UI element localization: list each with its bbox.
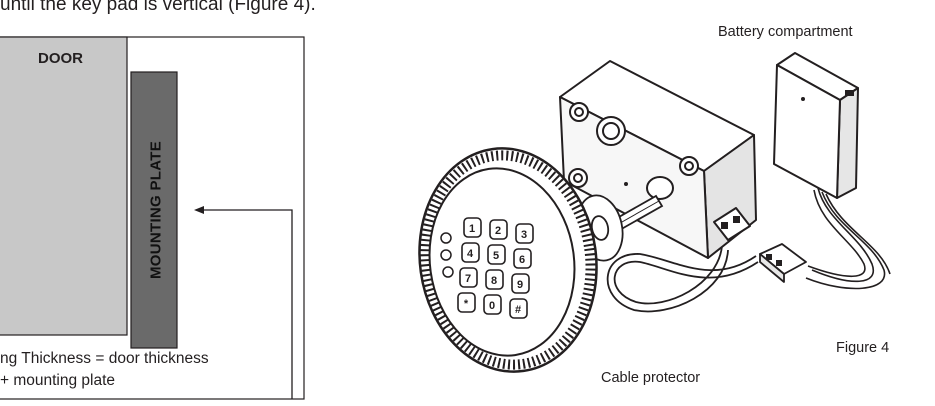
thickness-formula-line1: ng Thickness = door thickness <box>0 350 209 367</box>
thickness-arrow-line <box>200 209 293 399</box>
mounting-plate-label: MOUNTING PLATE <box>147 140 165 280</box>
plug-connector <box>759 243 807 283</box>
thickness-formula-line2: + mounting plate <box>0 372 116 389</box>
door-panel <box>0 36 128 336</box>
thickness-arrow-head <box>194 206 204 214</box>
instruction-text: until the key pad is vertical (Figure 4)… <box>0 0 316 15</box>
door-label: DOOR <box>38 50 83 67</box>
battery-compartment <box>773 52 859 199</box>
mounting-plate <box>130 71 178 349</box>
lock-body <box>559 60 757 259</box>
door-diagram <box>0 36 305 400</box>
battery-compartment-label: Battery compartment <box>718 24 853 40</box>
keypad-dial <box>418 147 598 373</box>
battery-wires <box>805 187 891 290</box>
figure-caption: Figure 4 <box>836 340 890 356</box>
cable-protector-label: Cable protector <box>601 370 701 386</box>
mounting-plate-label-box: MOUNTING PLATE <box>135 74 177 346</box>
cable-loop <box>606 245 759 313</box>
